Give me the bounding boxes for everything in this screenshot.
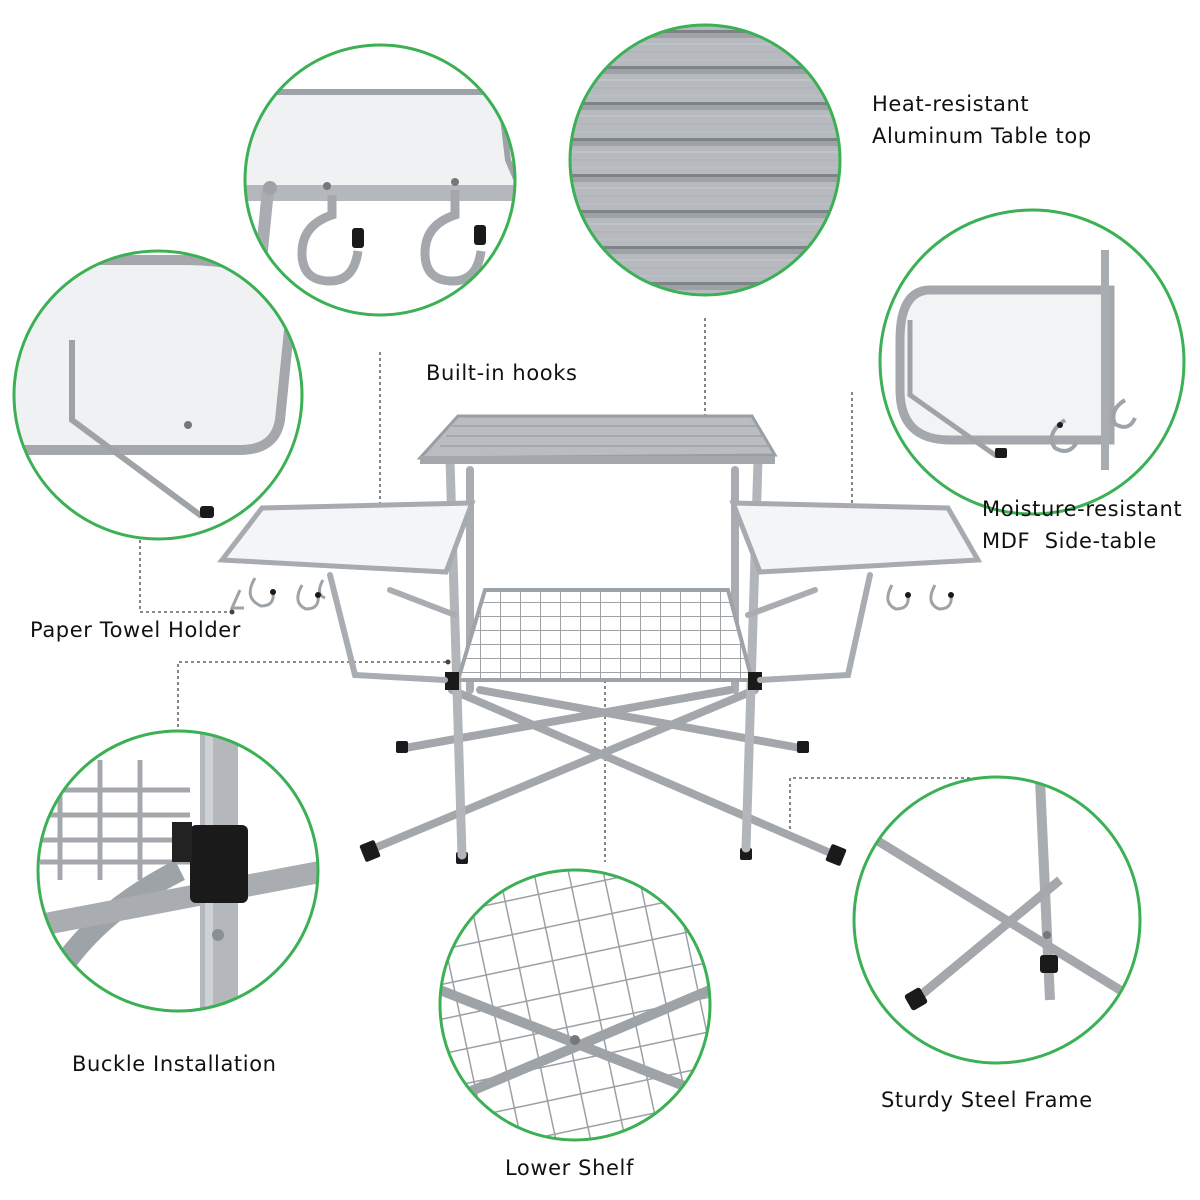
- paper-towel-holder-label: Paper Towel Holder: [30, 618, 242, 642]
- detail-circle-buckle: [36, 729, 320, 1013]
- detail-circle-lower-shelf: [438, 868, 712, 1142]
- mdf-line1: Moisture-resistant: [982, 497, 1183, 521]
- detail-circle-paper-towel-holder: [12, 249, 304, 541]
- main-table: [217, 414, 983, 866]
- mdf-line2: MDF Side-table: [982, 529, 1157, 553]
- detail-circle-mdf-side-table: [878, 208, 1186, 516]
- sturdy-steel-frame-label: Sturdy Steel Frame: [881, 1088, 1093, 1112]
- built-in-hooks-label: Built-in hooks: [426, 361, 578, 385]
- heat-resistant-line2: Aluminum Table top: [872, 124, 1092, 148]
- buckle-installation-label: Buckle Installation: [72, 1052, 277, 1076]
- detail-circle-steel-frame: [852, 775, 1142, 1065]
- heat-resistant-label: Heat-resistant Aluminum Table top: [872, 88, 1092, 152]
- mdf-side-table-label: Moisture-resistant MDF Side-table: [982, 493, 1182, 557]
- heat-resistant-line1: Heat-resistant: [872, 92, 1030, 116]
- lower-shelf-label: Lower Shelf: [505, 1156, 634, 1180]
- detail-circle-built-in-hooks: [243, 43, 517, 317]
- detail-circle-aluminum-top: [568, 23, 842, 297]
